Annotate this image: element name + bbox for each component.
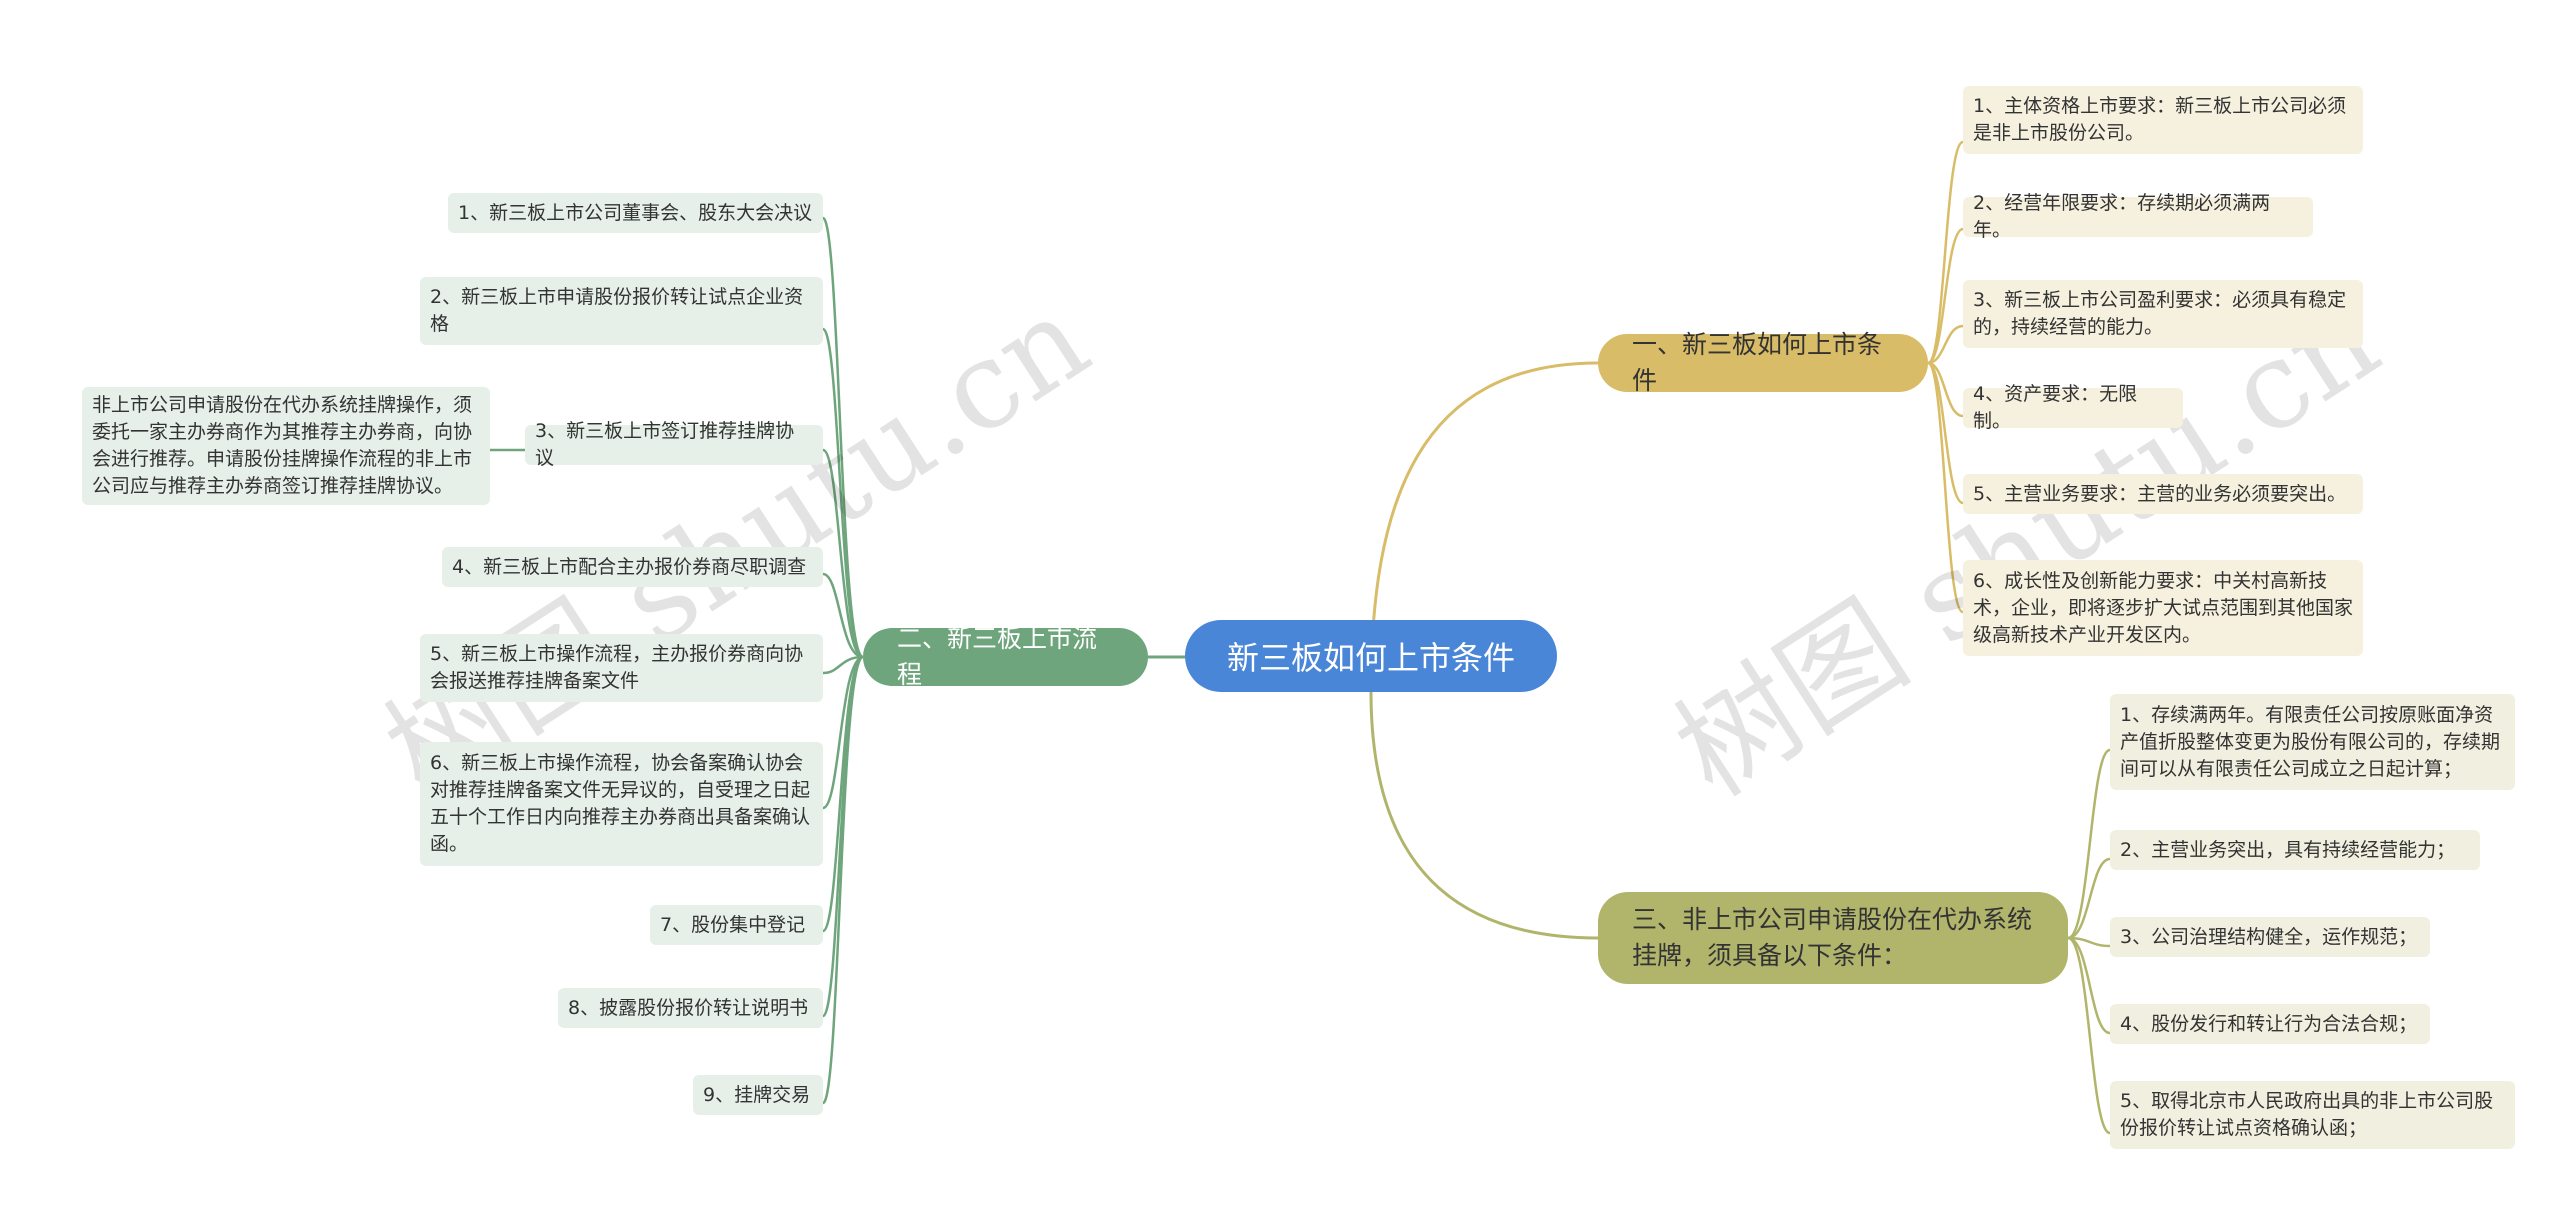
process-step[interactable]: 8、披露股份报价转让说明书 xyxy=(558,988,823,1028)
branch2-links xyxy=(490,216,865,1105)
branch-non-listed-requirements[interactable]: 三、非上市公司申请股份在代办系统挂牌，须具备以下条件： xyxy=(1598,892,2068,984)
process-step[interactable]: 7、股份集中登记 xyxy=(650,905,823,945)
process-step[interactable]: 2、新三板上市申请股份报价转让试点企业资格 xyxy=(420,277,823,345)
process-note[interactable]: 非上市公司申请股份在代办系统挂牌操作，须委托一家主办券商作为其推荐主办券商，向协… xyxy=(82,387,490,505)
branch-listing-conditions[interactable]: 一、新三板如何上市条件 xyxy=(1598,330,1928,395)
requirement-item[interactable]: 5、取得北京市人民政府出具的非上市公司股份报价转让试点资格确认函； xyxy=(2110,1081,2515,1149)
process-step[interactable]: 6、新三板上市操作流程，协会备案确认协会对推荐挂牌备案文件无异议的，自受理之日起… xyxy=(420,742,823,866)
process-step[interactable]: 5、新三板上市操作流程，主办报价券商向协会报送推荐挂牌备案文件 xyxy=(420,634,823,702)
condition-item[interactable]: 3、新三板上市公司盈利要求：必须具有稳定的，持续经营的能力。 xyxy=(1963,280,2363,348)
branch-listing-process[interactable]: 二、新三板上市流程 xyxy=(863,624,1148,689)
process-step[interactable]: 3、新三板上市签订推荐挂牌协议 xyxy=(525,420,823,469)
link-root-branch1 xyxy=(1369,361,1599,693)
requirement-item[interactable]: 2、主营业务突出，具有持续经营能力； xyxy=(2110,830,2480,870)
condition-item[interactable]: 1、主体资格上市要求：新三板上市公司必须是非上市股份公司。 xyxy=(1963,86,2363,154)
branch1-links xyxy=(1926,140,1965,614)
condition-item[interactable]: 5、主营业务要求：主营的业务必须要突出。 xyxy=(1963,474,2363,514)
process-step[interactable]: 1、新三板上市公司董事会、股东大会决议 xyxy=(448,193,823,233)
condition-item[interactable]: 2、经营年限要求：存续期必须满两年。 xyxy=(1963,192,2313,241)
process-step[interactable]: 4、新三板上市配合主办报价券商尽职调查 xyxy=(442,547,823,587)
requirement-item[interactable]: 1、存续满两年。有限责任公司按原账面净资产值折股整体变更为股份有限公司的，存续期… xyxy=(2110,694,2515,790)
root-topic[interactable]: 新三板如何上市条件 xyxy=(1185,620,1557,692)
process-step[interactable]: 9、挂牌交易 xyxy=(693,1075,823,1115)
link-root-branch3 xyxy=(1369,691,1599,940)
branch3-links xyxy=(2067,748,2111,1135)
requirement-item[interactable]: 4、股份发行和转让行为合法合规； xyxy=(2110,1004,2430,1044)
condition-item[interactable]: 4、资产要求：无限制。 xyxy=(1963,383,2183,432)
condition-item[interactable]: 6、成长性及创新能力要求：中关村高新技术，企业，即将逐步扩大试点范围到其他国家级… xyxy=(1963,560,2363,656)
requirement-item[interactable]: 3、公司治理结构健全，运作规范； xyxy=(2110,917,2430,957)
